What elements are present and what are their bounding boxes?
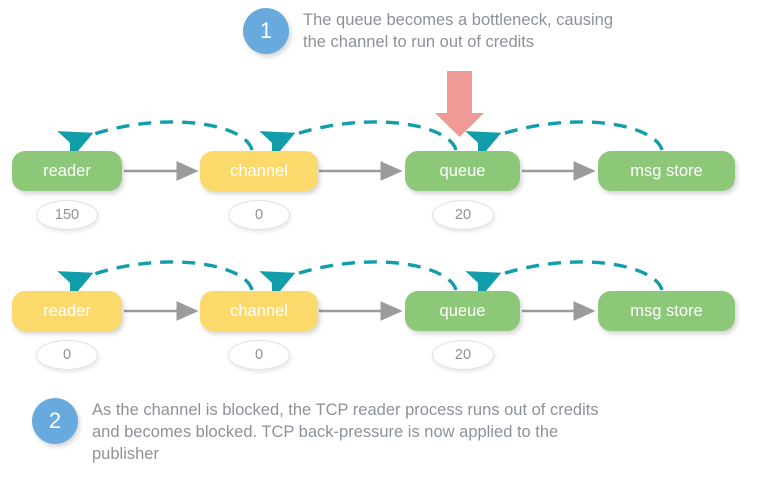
- credit-arc-row2-queue-to-channel: [259, 260, 458, 301]
- credit-arc-row1-queue-to-channel: [259, 120, 458, 161]
- node-row2-msg-store[interactable]: msg store: [598, 291, 735, 331]
- credit-badge-row2-queue: 20: [432, 340, 494, 370]
- credit-value: 0: [254, 347, 264, 363]
- credit-value: 20: [454, 207, 472, 223]
- credit-value: 20: [454, 347, 472, 363]
- node-row1-channel[interactable]: channel: [200, 151, 318, 191]
- node-row1-queue[interactable]: queue: [405, 151, 520, 191]
- credit-badge-row1-reader: 150: [36, 200, 98, 230]
- node-label: reader: [43, 161, 91, 180]
- node-row1-msg-store[interactable]: msg store: [598, 151, 735, 191]
- credit-badge-row2-reader: 0: [36, 340, 98, 370]
- credit-value: 0: [254, 207, 264, 223]
- node-row2-queue[interactable]: queue: [405, 291, 520, 331]
- credit-arc-row2-msgstore-to-queue: [465, 260, 664, 301]
- credit-value: 0: [62, 347, 72, 363]
- credit-badge-row1-channel: 0: [228, 200, 290, 230]
- credit-badge-row1-queue: 20: [432, 200, 494, 230]
- node-label: queue: [439, 161, 486, 180]
- node-row2-channel[interactable]: channel: [200, 291, 318, 331]
- credit-arc-row2-channel-to-reader: [57, 260, 254, 301]
- node-label: reader: [43, 301, 91, 320]
- step-2-caption: 2 As the channel is blocked, the TCP rea…: [32, 398, 599, 465]
- node-row1-reader[interactable]: reader: [12, 151, 122, 191]
- node-label: queue: [439, 301, 486, 320]
- node-label: channel: [230, 161, 288, 180]
- node-label: msg store: [630, 301, 703, 320]
- bottleneck-red-arrow-icon: [435, 71, 484, 137]
- node-label: msg store: [630, 161, 703, 180]
- step-1-text: The queue becomes a bottleneck, causing …: [303, 11, 614, 51]
- step-2-badge: 2: [32, 398, 78, 444]
- credit-badge-row2-channel: 0: [228, 340, 290, 370]
- node-label: channel: [230, 301, 288, 320]
- node-row2-reader[interactable]: reader: [12, 291, 122, 331]
- credit-arc-row1-msgstore-to-queue: [465, 120, 664, 161]
- step-2-text: As the channel is blocked, the TCP reade…: [92, 401, 599, 463]
- step-1-caption: 1 The queue becomes a bottleneck, causin…: [243, 8, 613, 54]
- credit-arc-row1-channel-to-reader: [57, 120, 254, 161]
- step-1-badge: 1: [243, 8, 289, 54]
- credit-value: 150: [54, 207, 80, 223]
